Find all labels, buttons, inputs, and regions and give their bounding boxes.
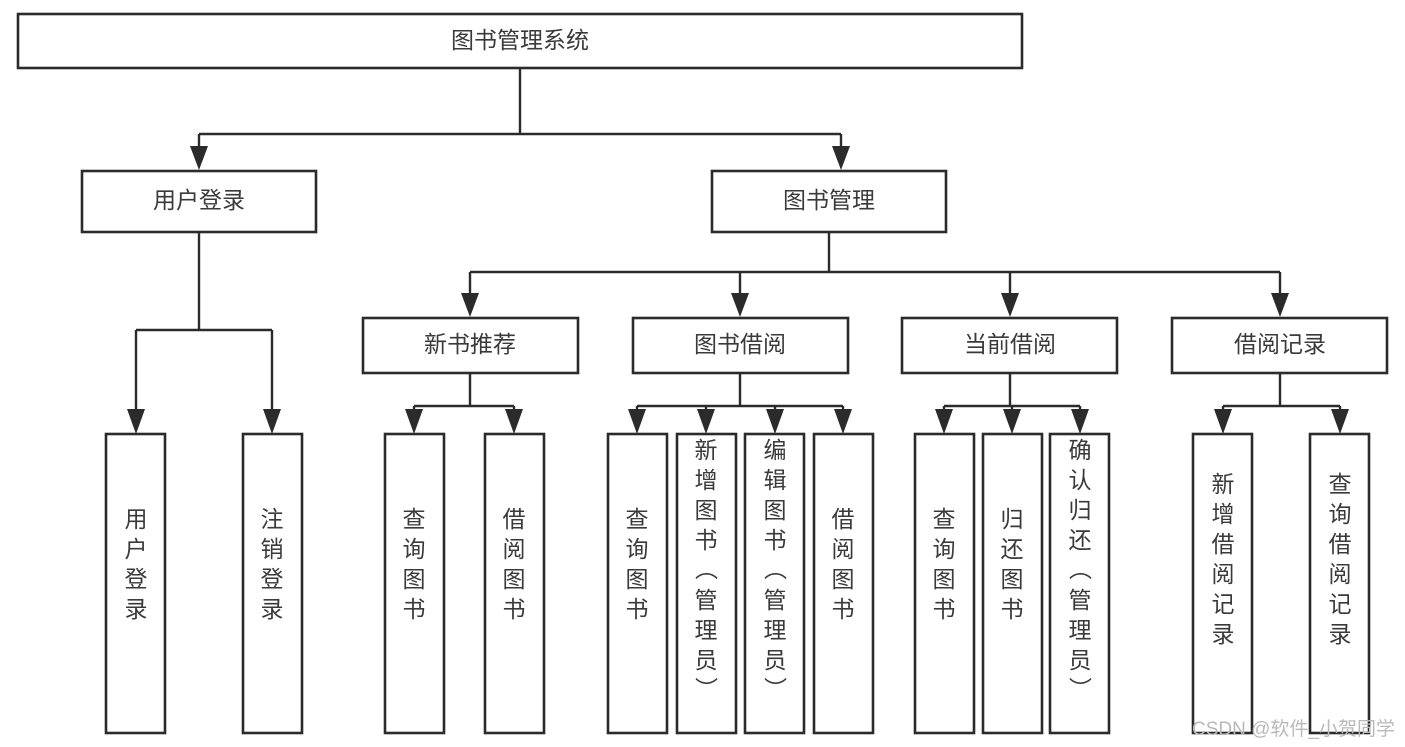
leaf-query-book-current-label: 查询图书 (933, 506, 956, 622)
leaf-user-login[interactable]: 用户登录 (104, 432, 167, 735)
node-user-login[interactable]: 用户登录 (80, 169, 318, 234)
leaf-query-book-recommend-box (383, 432, 446, 735)
node-user-login-label: 用户登录 (153, 187, 245, 213)
leaf-logout-login-label: 注销登录 (261, 506, 284, 622)
leaf-edit-book-admin[interactable]: 编辑图书（管理员） (743, 432, 806, 735)
node-book-management[interactable]: 图书管理 (710, 169, 948, 234)
connector-borrow-record-to-leaves (1214, 373, 1349, 434)
leaf-return-book-label: 归还图书 (1001, 506, 1024, 622)
leaf-edit-book-admin-label: 编辑图书（管理员） (764, 437, 788, 703)
leaf-borrow-book-recommend[interactable]: 借阅图书 (483, 432, 546, 735)
leaf-add-book-admin-box (675, 432, 738, 735)
arrow-head-icon (697, 409, 715, 434)
leaf-query-book-current[interactable]: 查询图书 (913, 432, 976, 735)
leaf-query-borrow-record-label: 查询借阅记录 (1329, 471, 1352, 647)
arrow-head-icon (1271, 293, 1289, 317)
node-borrow-record-label: 借阅记录 (1234, 331, 1326, 357)
leaf-borrow-book-recommend-box (483, 432, 546, 735)
node-new-book-recommend-box (361, 316, 580, 375)
leaf-edit-book-admin-box (743, 432, 806, 735)
node-current-borrow-box (900, 316, 1119, 375)
arrow-head-icon (190, 146, 208, 170)
node-root-label: 图书管理系统 (451, 27, 589, 53)
node-new-book-recommend-label: 新书推荐 (424, 331, 516, 357)
leaf-borrow-book-recommend-label: 借阅图书 (503, 506, 526, 622)
leaf-query-book-recommend-label: 查询图书 (403, 506, 426, 622)
arrow-head-icon (1071, 409, 1089, 434)
arrow-head-icon (1214, 409, 1232, 434)
leaf-logout-login-box (241, 432, 304, 735)
node-root-box (16, 12, 1024, 70)
node-current-borrow-label: 当前借阅 (964, 331, 1056, 357)
leaf-confirm-return-admin-label: 确认归还（管理员） (1069, 437, 1093, 703)
leaf-confirm-return-admin-box (1048, 432, 1111, 735)
leaf-logout-login[interactable]: 注销登录 (241, 432, 304, 735)
connector-user-login-to-leaves (127, 232, 281, 434)
leaf-query-book-recommend[interactable]: 查询图书 (383, 432, 446, 735)
leaf-query-book-borrow[interactable]: 查询图书 (606, 432, 669, 735)
leaf-query-book-borrow-box (606, 432, 669, 735)
arrow-head-icon (461, 293, 479, 317)
connector-current-borrow-to-leaves (935, 373, 1089, 434)
connector-root-to-level2 (190, 68, 850, 170)
leaf-add-borrow-record[interactable]: 新增借阅记录 (1191, 432, 1254, 735)
leaf-borrow-book-borrow[interactable]: 借阅图书 (812, 432, 875, 735)
leaf-add-book-admin-label: 新增图书（管理员） (695, 437, 719, 703)
leaf-return-book[interactable]: 归还图书 (981, 432, 1044, 735)
node-book-management-label: 图书管理 (783, 187, 875, 213)
node-current-borrow[interactable]: 当前借阅 (900, 316, 1119, 375)
arrow-head-icon (505, 409, 523, 434)
arrow-head-icon (263, 409, 281, 434)
leaf-user-login-label: 用户登录 (125, 506, 148, 622)
node-new-book-recommend[interactable]: 新书推荐 (361, 316, 580, 375)
node-user-login-box (80, 169, 318, 234)
leaf-return-book-box (981, 432, 1044, 735)
csdn-watermark: CSDN @软件_小贺同学 (1192, 719, 1395, 740)
leaf-query-book-borrow-label: 查询图书 (626, 506, 649, 622)
arrow-head-icon (832, 146, 850, 170)
connector-book-borrow-to-leaves (628, 373, 852, 434)
leaf-query-book-current-box (913, 432, 976, 735)
leaf-add-book-admin[interactable]: 新增图书（管理员） (675, 432, 738, 735)
arrow-head-icon (935, 409, 953, 434)
node-book-borrow[interactable]: 图书借阅 (631, 316, 850, 375)
node-borrow-record[interactable]: 借阅记录 (1170, 316, 1389, 375)
arrow-head-icon (628, 409, 646, 434)
leaf-add-borrow-record-box (1191, 432, 1254, 735)
connector-new-book-recommend-to-leaves (405, 373, 523, 434)
node-book-borrow-label: 图书借阅 (694, 331, 786, 357)
leaf-query-borrow-record-box (1308, 432, 1371, 735)
leaf-borrow-book-borrow-box (812, 432, 875, 735)
arrow-head-icon (731, 293, 749, 317)
connector-book-management-to-level3 (461, 232, 1289, 317)
arrow-head-icon (405, 409, 423, 434)
arrow-head-icon (766, 409, 784, 434)
leaf-borrow-book-borrow-label: 借阅图书 (832, 506, 855, 622)
leaf-add-borrow-record-label: 新增借阅记录 (1212, 471, 1235, 647)
arrow-head-icon (127, 409, 145, 434)
node-root[interactable]: 图书管理系统 (16, 12, 1024, 70)
arrow-head-icon (1331, 409, 1349, 434)
arrow-head-icon (1003, 409, 1021, 434)
arrow-head-icon (1001, 293, 1019, 317)
leaf-user-login-box (104, 432, 167, 735)
arrow-head-icon (834, 409, 852, 434)
leaf-query-borrow-record[interactable]: 查询借阅记录 (1308, 432, 1371, 735)
leaf-confirm-return-admin[interactable]: 确认归还（管理员） (1048, 432, 1111, 735)
